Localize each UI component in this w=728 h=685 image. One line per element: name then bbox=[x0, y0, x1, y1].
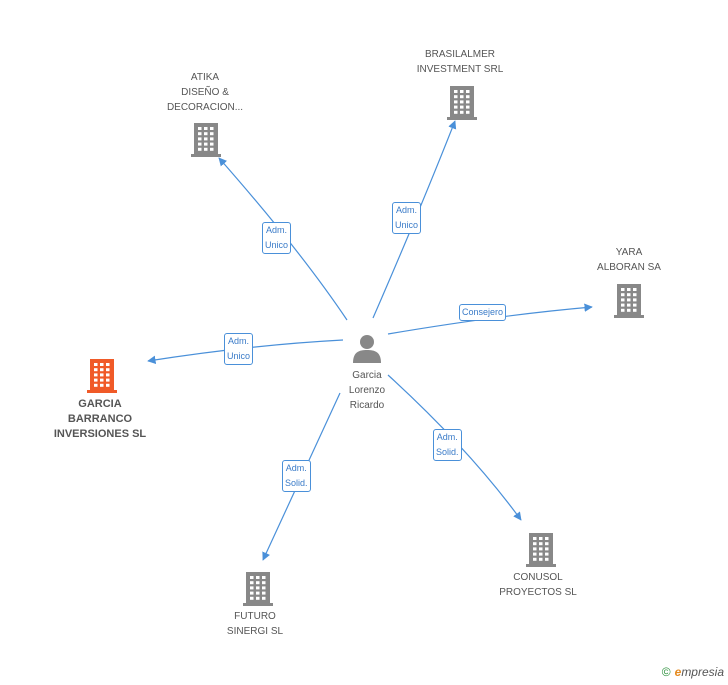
building-icon[interactable] bbox=[614, 282, 644, 323]
relation-label-futuro[interactable]: Adm. Solid. bbox=[282, 460, 311, 492]
relation-label-brasilalmer[interactable]: Adm. Unico bbox=[392, 202, 422, 234]
relation-label-garcia-barranco[interactable]: Adm. Unico bbox=[224, 333, 254, 365]
relation-label-yara[interactable]: Consejero bbox=[459, 304, 507, 321]
company-label-yara[interactable]: YARA ALBORAN SA bbox=[597, 247, 661, 273]
relation-edge-conusol bbox=[387, 374, 522, 521]
company-label-atika[interactable]: ATIKA DISEÑO & DECORACION... bbox=[166, 72, 244, 113]
copyright-icon: © bbox=[661, 665, 671, 679]
building-icon[interactable] bbox=[243, 570, 273, 611]
relation-label-atika[interactable]: Adm. Unico bbox=[262, 222, 292, 254]
company-label-futuro[interactable]: FUTURO SINERGI SL bbox=[226, 611, 284, 637]
person-name[interactable]: Garcia Lorenzo Ricardo bbox=[348, 370, 386, 411]
building-icon[interactable] bbox=[87, 357, 117, 398]
relation-edge-atika bbox=[218, 157, 348, 321]
building-icon[interactable] bbox=[447, 84, 477, 125]
company-label-conusol[interactable]: CONUSOL PROYECTOS SL bbox=[499, 572, 577, 598]
brand-logo: empresia bbox=[674, 665, 724, 679]
person-icon[interactable] bbox=[352, 333, 382, 368]
building-icon[interactable] bbox=[191, 121, 221, 162]
building-icon[interactable] bbox=[526, 531, 556, 572]
relation-label-conusol[interactable]: Adm. Solid. bbox=[433, 429, 462, 461]
footer: ©empresia bbox=[662, 665, 724, 679]
company-label-garcia-barranco[interactable]: GARCIA BARRANCO INVERSIONES SL bbox=[53, 398, 147, 440]
company-label-brasilalmer[interactable]: BRASILALMER INVESTMENT SRL bbox=[416, 49, 504, 75]
